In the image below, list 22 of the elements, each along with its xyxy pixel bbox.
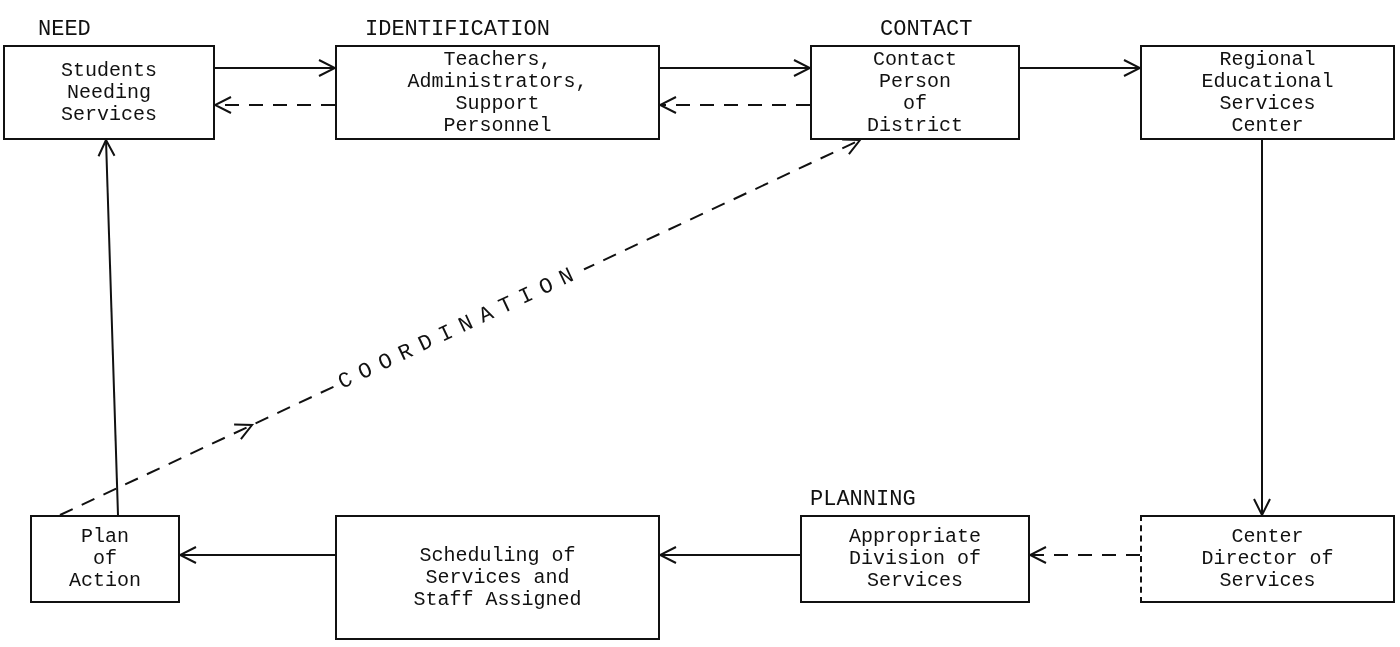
arrow xyxy=(214,59,336,77)
box-text: Plan of Action xyxy=(68,526,142,592)
arrow xyxy=(659,59,811,77)
arrow xyxy=(659,96,811,114)
arrow xyxy=(214,96,336,114)
arrow xyxy=(97,139,119,516)
box-text: Contact Person of District xyxy=(866,48,964,137)
arrow xyxy=(659,546,801,564)
arrow xyxy=(1029,546,1141,564)
arrow xyxy=(1019,59,1141,77)
arrow xyxy=(179,546,336,564)
arrow xyxy=(1253,139,1271,516)
box-text: Scheduling of Services and Staff Assigned xyxy=(412,544,583,611)
box-text: Students Needing Services xyxy=(60,59,158,126)
stage-heading: PLANNING xyxy=(810,487,916,513)
stage-heading: IDENTIFICATION xyxy=(365,17,550,43)
box-text: Teachers, Administrators, Support Personnel xyxy=(406,48,589,137)
stage-heading: NEED xyxy=(38,17,91,43)
box-text: Regional Educational Services Center xyxy=(1200,48,1335,137)
stage-heading: CONTACT xyxy=(880,17,973,43)
box-text: Center Director of Services xyxy=(1200,526,1335,592)
box-text: Appropriate Division of Services xyxy=(848,526,982,592)
